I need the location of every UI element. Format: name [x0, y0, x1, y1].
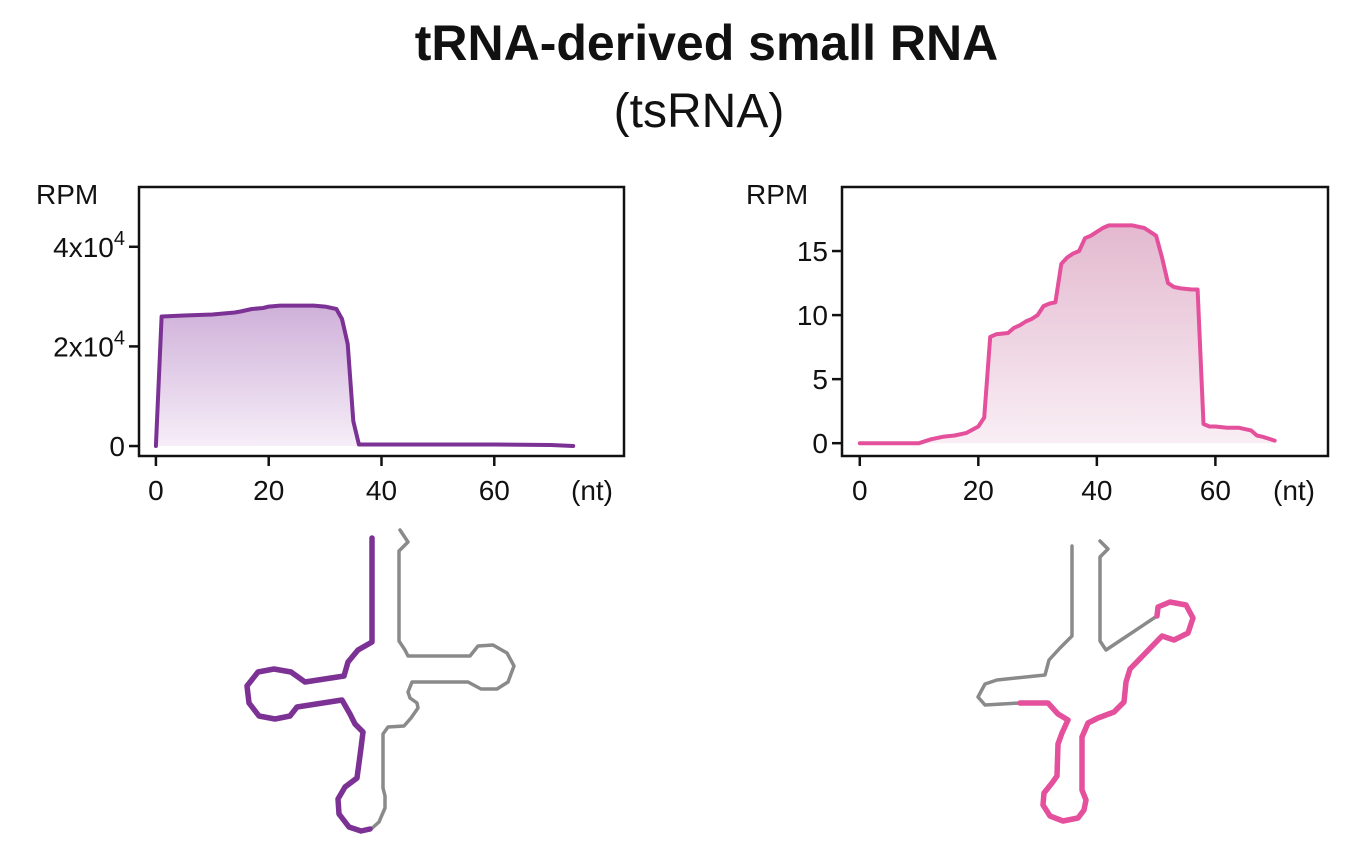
right-series-area: [859, 225, 1275, 444]
left-ytick-label: 0: [109, 431, 125, 462]
trna-structure-right: [976, 539, 1196, 824]
right-structure-pink-strand: [1017, 599, 1196, 824]
right-ytick-label: 10: [797, 300, 828, 331]
right-structure-gray-strand: [976, 539, 1159, 707]
right-xtick-label: 60: [1200, 475, 1231, 506]
right-axes: 0 20 40 60 0 5 10 15: [797, 236, 1231, 506]
chart-right: 0 20 40 60 0 5 10 15 RPM (nt): [746, 179, 1330, 506]
left-ytick-label: 4x104: [53, 228, 125, 263]
chart-left: 0 20 40 60 0 2x104 4x104 RPM (nt): [36, 179, 626, 506]
right-xlabel: (nt): [1273, 475, 1315, 506]
chart-subtitle: (tsRNA): [613, 85, 785, 138]
right-plot-frame: [840, 185, 1330, 458]
left-axes: 0 20 40 60 0 2x104 4x104: [53, 228, 510, 506]
left-xtick-label: 40: [366, 475, 397, 506]
left-plot-area: [153, 303, 576, 448]
right-xtick-label: 20: [963, 475, 994, 506]
right-ytick-label: 15: [797, 236, 828, 267]
trna-structure-left: [244, 528, 516, 834]
left-ylabel: RPM: [36, 179, 98, 210]
left-series-line: [153, 303, 576, 448]
chart-title: tRNA-derived small RNA: [414, 15, 999, 71]
left-structure-purple-strand: [244, 535, 375, 834]
right-plot-area: [857, 223, 1277, 446]
right-ylabel: RPM: [746, 179, 808, 210]
left-xtick-label: 20: [253, 475, 284, 506]
right-ytick-label: 5: [812, 364, 828, 395]
left-xtick-label: 0: [148, 475, 164, 506]
right-xtick-label: 40: [1081, 475, 1112, 506]
left-xlabel: (nt): [571, 475, 613, 506]
right-xtick-label: 0: [852, 475, 868, 506]
right-series-line: [857, 223, 1277, 446]
left-structure-gray-strand: [368, 528, 516, 832]
left-xtick-label: 60: [479, 475, 510, 506]
left-ytick-label: 2x104: [53, 327, 125, 362]
left-series-area: [155, 305, 574, 446]
right-ytick-label: 0: [812, 428, 828, 459]
